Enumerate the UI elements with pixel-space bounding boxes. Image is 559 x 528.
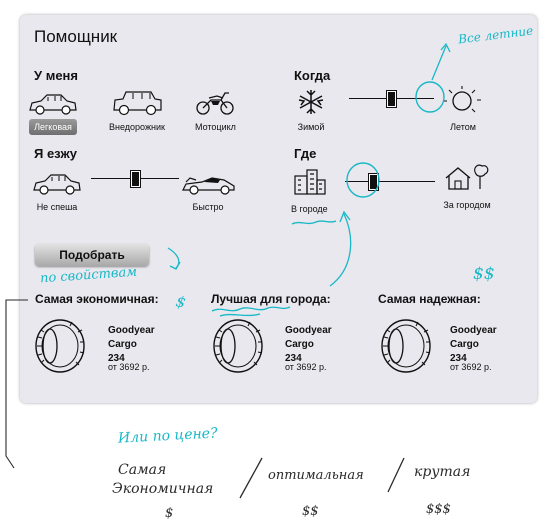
annotation-cheap-line2: Экономичная	[112, 481, 214, 497]
season-left-label: Зимой	[297, 122, 325, 132]
house-icon	[445, 164, 489, 190]
driving-left-label: Не спеша	[36, 202, 78, 212]
snowflake-icon	[298, 90, 324, 114]
season-right-option: Летом	[440, 84, 486, 132]
vehicle-option-label: Легковая	[29, 119, 77, 135]
result-card-city[interactable]: Goodyear Cargo 234 от 3692 р.	[212, 318, 332, 381]
vehicle-heading: У меня	[34, 68, 78, 83]
result-price: от 3692 р.	[450, 362, 492, 372]
vehicle-option-label: Внедорожник	[109, 122, 165, 132]
driving-right-label: Быстро	[192, 202, 224, 212]
vehicle-option-motorcycle[interactable]: Мотоцикл	[195, 88, 236, 132]
annotation-price-1: $	[165, 506, 174, 521]
driving-heading: Я езжу	[34, 146, 77, 161]
result-model: Cargo 234	[450, 339, 479, 364]
annotation-cool: крутая	[414, 464, 471, 480]
location-left-option: В городе	[291, 166, 328, 214]
slider-handle[interactable]	[130, 171, 140, 187]
slider-handle[interactable]	[387, 91, 396, 107]
motorcycle-icon	[196, 92, 235, 115]
result-card-economical[interactable]: Goodyear Cargo 234 от 3692 р.	[34, 318, 155, 381]
assistant-panel	[20, 15, 537, 403]
location-right-label: За городом	[443, 200, 491, 210]
annotation-cheap-line1: Самая	[118, 462, 167, 478]
location-right-option: За городом	[442, 162, 492, 210]
vehicle-option-sedan[interactable]: Легковая	[27, 88, 79, 135]
driving-right-option: Быстро	[180, 168, 236, 212]
result-brand: Goodyear	[450, 325, 497, 336]
annotation-double-dollar: $$	[473, 264, 495, 284]
city-buildings-icon	[294, 169, 326, 195]
suv-car-icon	[113, 91, 162, 116]
slider-handle[interactable]	[369, 174, 379, 190]
location-slider[interactable]	[345, 172, 435, 192]
driving-left-option: Не спеша	[31, 168, 83, 212]
result-brand: Goodyear	[285, 325, 332, 336]
location-left-label: В городе	[291, 204, 328, 214]
annotation-price-3: $$$	[426, 502, 451, 517]
window-title: Помощник	[34, 27, 118, 46]
sun-icon	[443, 86, 481, 113]
season-left-option: Зимой	[296, 88, 326, 132]
sports-car-icon	[182, 177, 235, 195]
slider-track	[345, 181, 435, 182]
result-card-reliable[interactable]: Goodyear Cargo 234 от 3692 р.	[380, 318, 497, 381]
season-slider[interactable]	[349, 89, 434, 109]
result-model: Cargo 234	[108, 339, 137, 364]
submit-button[interactable]: Подобрать	[35, 244, 149, 266]
season-heading: Когда	[294, 68, 331, 83]
result-price: от 3692 р.	[285, 362, 327, 372]
vehicle-option-suv[interactable]: Внедорожник	[109, 88, 165, 132]
driving-slider[interactable]	[91, 169, 179, 189]
vehicle-option-label: Мотоцикл	[195, 122, 236, 132]
result-price: от 3692 р.	[108, 362, 150, 372]
season-right-label: Летом	[450, 122, 476, 132]
result-heading: Самая экономичная:	[35, 292, 159, 306]
result-heading: Лучшая для города:	[211, 292, 331, 306]
result-heading: Самая надежная:	[378, 292, 481, 306]
annotation-optimal: оптимальная	[268, 468, 364, 483]
result-model: Cargo 234	[285, 339, 314, 364]
result-brand: Goodyear	[108, 325, 155, 336]
location-heading: Где	[294, 146, 317, 161]
annotation-price-2: $$	[302, 504, 319, 519]
